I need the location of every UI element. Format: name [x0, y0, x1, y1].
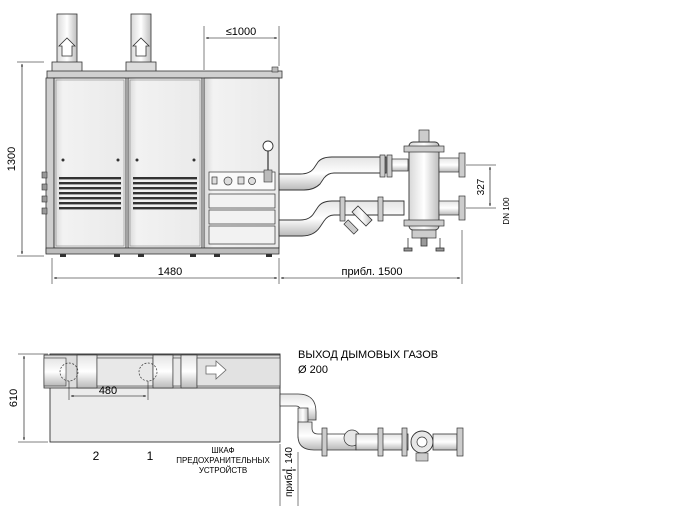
svg-text:УСТРОЙСТВ: УСТРОЙСТВ [199, 466, 247, 475]
top-view: 480 610 2 1 ШКАФ ПРЕДОХРАНИТЕЛЬНЫХ УСТРО… [8, 349, 464, 506]
flue-pipe-right [125, 13, 157, 73]
front-view: 1300 ≤1000 1480 прибл. 1500 327 [6, 13, 511, 284]
dimension-dn-label: DN 100 [502, 197, 511, 225]
flue-arrow-right-icon [132, 37, 150, 57]
dimension-flue-480: 480 [68, 381, 149, 400]
supply-pipe [278, 154, 409, 191]
boiler-module-1 [127, 77, 203, 249]
dimension-top-label: ≤1000 [226, 26, 257, 38]
dimension-spacing-label: 327 [476, 178, 487, 195]
dimension-depth-610: 610 [8, 353, 48, 443]
flue-direction-arrow-icon [205, 360, 227, 380]
dimension-flue-label: 480 [99, 385, 117, 397]
dimension-height-label: 1300 [6, 147, 18, 171]
svg-text:ПРЕДОХРАНИТЕЛЬНЫХ: ПРЕДОХРАНИТЕЛЬНЫХ [176, 456, 270, 465]
dimension-clearance-label: прибл. 140 [283, 447, 295, 497]
dimension-pipe-1500: прибл. 1500 [280, 230, 463, 284]
dimension-width-1480: 1480 [51, 258, 280, 284]
dimension-depth-label: 610 [8, 389, 20, 407]
boiler-top-plate [46, 70, 283, 79]
dimension-width-label: 1480 [158, 266, 182, 278]
boiler-module-2 [53, 77, 127, 249]
dimension-pipe-label: прибл. 1500 [341, 266, 402, 278]
dimension-top-1000: ≤1000 [203, 26, 280, 70]
pressure-gauge-icon [262, 140, 274, 152]
safety-cabinet-front [203, 77, 280, 249]
cabinet-label: ШКАФ ПРЕДОХРАНИТЕЛЬНЫХ УСТРОЙСТВ [176, 446, 270, 475]
hydraulic-separator [403, 129, 466, 252]
top-view-piping [279, 393, 464, 462]
boiler-number-1: 1 [147, 449, 154, 463]
flue-outlet-title: ВЫХОД ДЫМОВЫХ ГАЗОВ [298, 349, 438, 361]
flue-arrow-left-icon [58, 37, 76, 57]
dimension-spacing-327: 327 DN 100 [466, 164, 511, 225]
dimension-clearance-140: прибл. 140 [279, 444, 299, 506]
dimension-height-1300: 1300 [6, 61, 44, 257]
svg-text:ШКАФ: ШКАФ [211, 446, 234, 455]
return-pipe [278, 196, 405, 237]
flue-pipe-left [51, 13, 83, 73]
boiler-number-2: 2 [93, 449, 100, 463]
boiler-base [45, 247, 280, 255]
flue-outlet-diameter: Ø 200 [298, 364, 328, 376]
boiler-side-panel [45, 77, 55, 254]
